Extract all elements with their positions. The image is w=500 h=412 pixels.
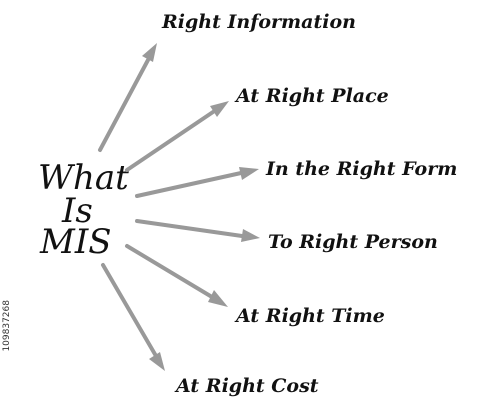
arrow-at-right-cost <box>101 263 165 371</box>
arrow-at-right-place <box>125 101 229 172</box>
branch-labels: Right Information At Right Place In the … <box>161 11 457 397</box>
arrow-at-right-time <box>125 244 228 307</box>
branch-label-at-right-time: At Right Time <box>234 305 385 327</box>
branch-label-at-right-cost: At Right Cost <box>174 375 319 397</box>
center-title: What Is MIS <box>38 158 129 262</box>
branch-label-right-information: Right Information <box>161 11 356 33</box>
arrow-in-the-right-form <box>135 167 259 198</box>
arrow-to-right-person <box>135 219 260 242</box>
center-title-line-1: What <box>38 158 129 198</box>
branch-label-in-the-right-form: In the Right Form <box>265 158 457 180</box>
center-title-line-2: Is <box>61 191 93 231</box>
watermark-id: 109837268 <box>2 300 12 352</box>
branch-label-to-right-person: To Right Person <box>268 231 438 253</box>
branch-label-at-right-place: At Right Place <box>234 85 389 107</box>
arrow-right-information <box>98 43 157 152</box>
arrows <box>98 43 260 371</box>
center-title-line-3: MIS <box>39 222 112 262</box>
